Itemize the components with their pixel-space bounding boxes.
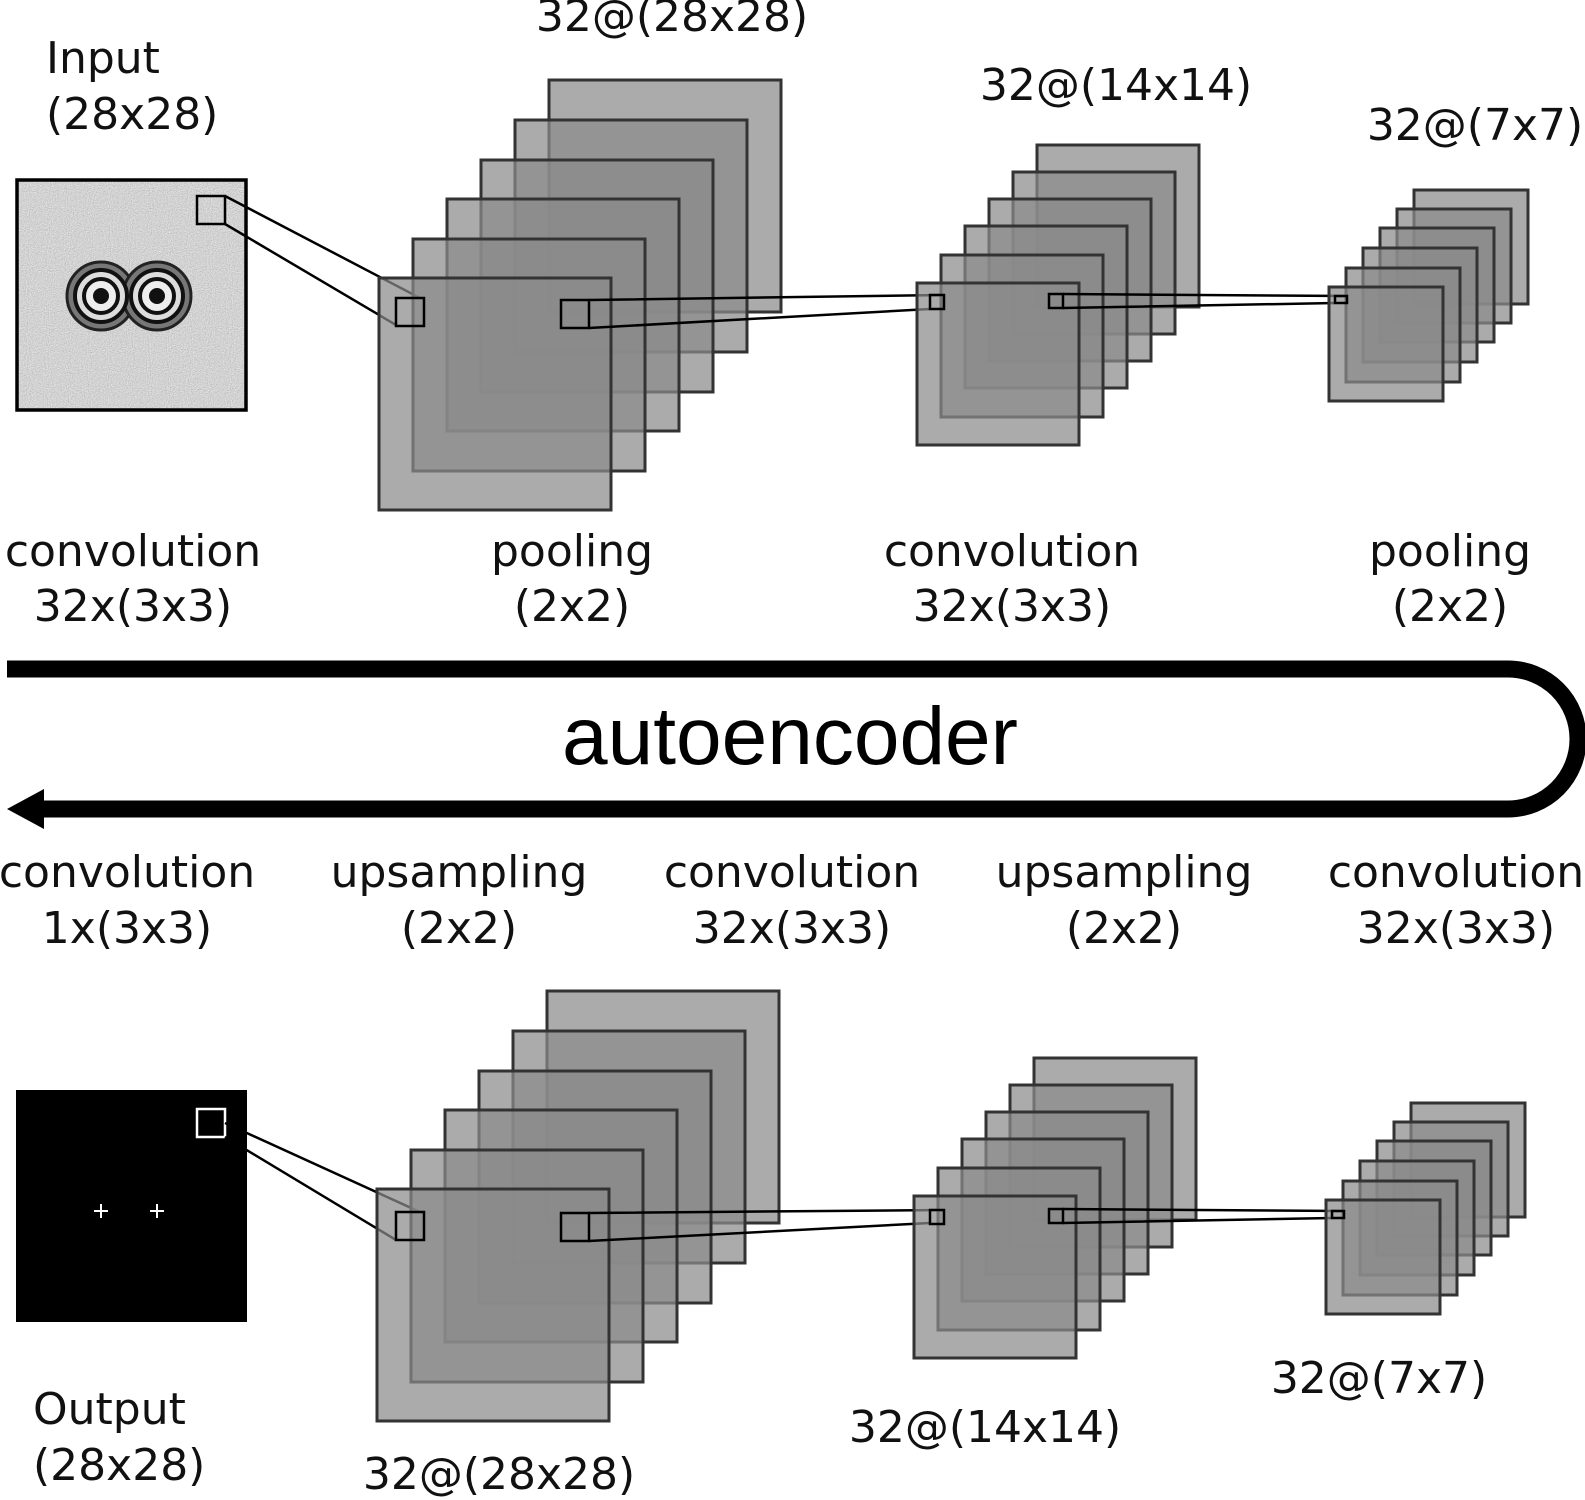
enc-op-1-name: convolution — [5, 526, 261, 577]
enc-op-4-name: pooling — [1369, 526, 1531, 577]
ring-pattern-icon — [65, 260, 193, 332]
enc-op-2-param: (2x2) — [514, 581, 630, 632]
dec-op-5-param: 32x(3x3) — [1357, 903, 1555, 954]
enc-op-3-param: 32x(3x3) — [913, 581, 1111, 632]
input-title: Input — [46, 33, 160, 84]
feature-map-stack-7-decoder — [1324, 1101, 1527, 1316]
feature-map-stack-14-decoder — [912, 1056, 1198, 1360]
dec-op-5-name: convolution — [1328, 847, 1584, 898]
dec-op-2-param: (2x2) — [401, 903, 517, 954]
dec-op-3-name: convolution — [664, 847, 920, 898]
input-size: (28x28) — [46, 89, 218, 140]
dec-op-4-name: upsampling — [996, 847, 1253, 898]
dec-map-label-7: 32@(7x7) — [1271, 1353, 1487, 1404]
feature-map-stack-28 — [377, 78, 783, 512]
enc-op-1-param: 32x(3x3) — [34, 581, 232, 632]
output-image — [16, 1090, 247, 1322]
enc-op-2-name: pooling — [491, 526, 653, 577]
dec-op-4-param: (2x2) — [1066, 903, 1182, 954]
feature-map-stack-28-decoder — [375, 989, 781, 1423]
feature-map-stack-14 — [915, 143, 1201, 447]
autoencoder-title: autoencoder — [562, 691, 1018, 782]
u-turn-arrow-icon — [7, 660, 1585, 829]
map-label-7: 32@(7x7) — [1367, 100, 1583, 151]
dec-op-1-param: 1x(3x3) — [42, 903, 212, 954]
dec-op-2-name: upsampling — [331, 847, 588, 898]
dec-map-label-28: 32@(28x28) — [363, 1449, 635, 1500]
output-title: Output — [33, 1384, 186, 1435]
dec-op-3-param: 32x(3x3) — [693, 903, 891, 954]
map-label-28: 32@(28x28) — [536, 0, 808, 42]
dec-map-label-14: 32@(14x14) — [849, 1402, 1121, 1453]
input-image — [15, 178, 248, 412]
cross-icon — [94, 1204, 164, 1218]
dec-op-1-name: convolution — [0, 847, 255, 898]
output-size: (28x28) — [33, 1440, 205, 1491]
feature-map-stack-7 — [1327, 188, 1530, 403]
map-label-14: 32@(14x14) — [980, 60, 1252, 111]
enc-op-3-name: convolution — [884, 526, 1140, 577]
enc-op-4-param: (2x2) — [1392, 581, 1508, 632]
